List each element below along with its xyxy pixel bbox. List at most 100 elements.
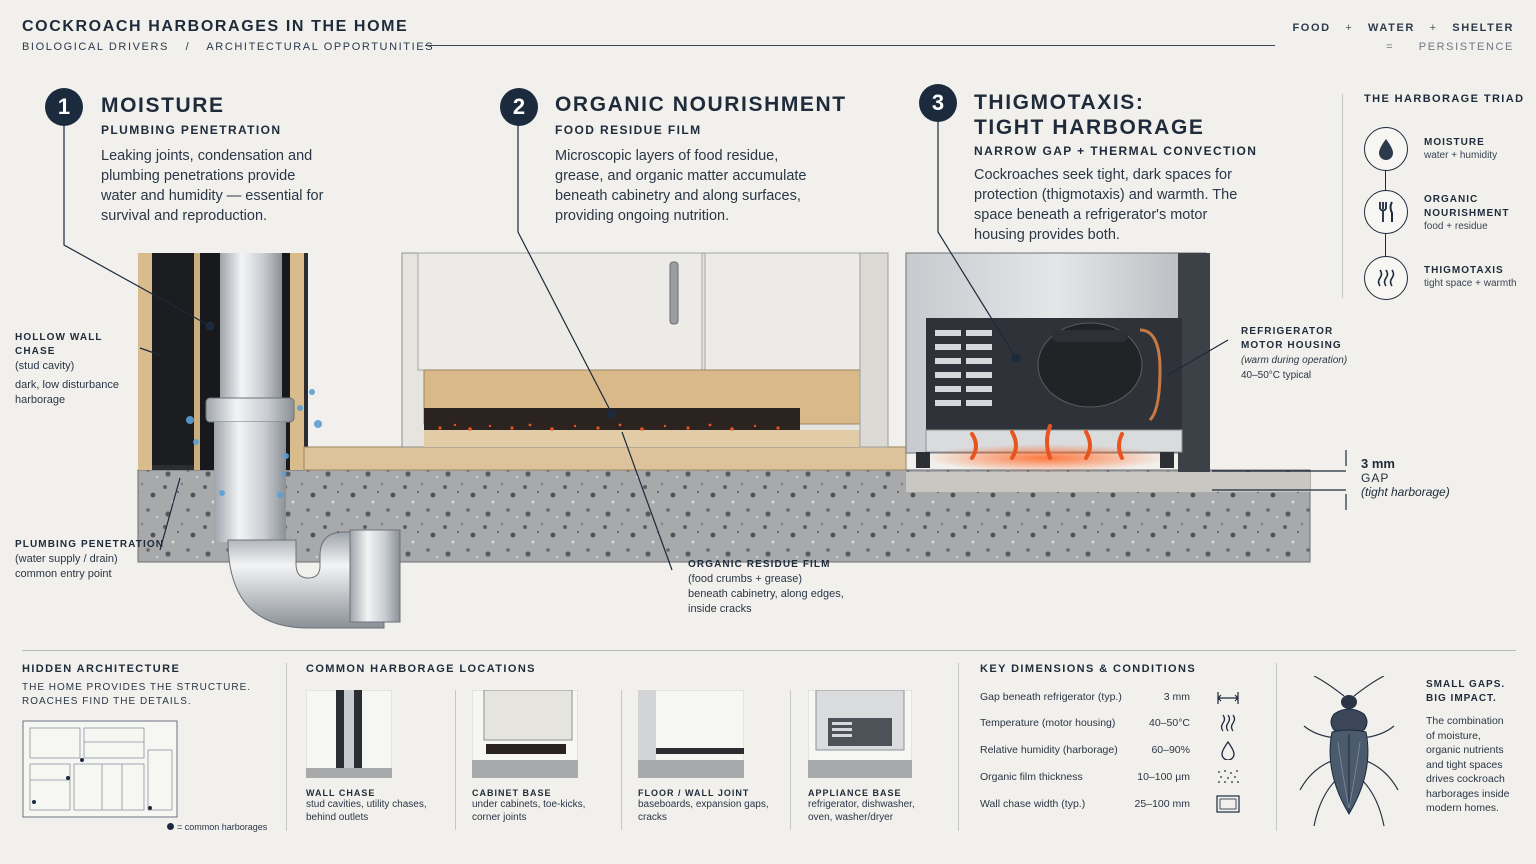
heat-glow bbox=[926, 444, 1166, 472]
location-appliance-base: APPLIANCE BASE refrigerator, dishwasher,… bbox=[808, 788, 915, 824]
formula-food: FOOD bbox=[1292, 22, 1331, 34]
triad-sub: food + residue bbox=[1424, 221, 1488, 232]
side-line: modern homes. bbox=[1426, 802, 1499, 814]
side-note: SMALL GAPS. BIG IMPACT. The combination … bbox=[1426, 678, 1509, 816]
location-desc: stud cavities, utility chases, bbox=[306, 799, 427, 810]
side-line: drives cockroach bbox=[1426, 773, 1505, 785]
section-3-title-line1: THIGMOTAXIS: bbox=[974, 91, 1145, 114]
header-rule bbox=[425, 45, 1275, 46]
location-label: CABINET BASE bbox=[472, 788, 552, 798]
page-title: COCKROACH HARBORAGES IN THE HOME bbox=[22, 18, 409, 35]
rectangle-icon bbox=[1216, 795, 1240, 813]
formula-result: = PERSISTENCE bbox=[1386, 41, 1514, 53]
compressor bbox=[1037, 322, 1143, 408]
section-1-body: Leaking joints, condensation and plumbin… bbox=[101, 148, 324, 224]
section-2-body: Microscopic layers of food residue, grea… bbox=[555, 148, 807, 224]
dimension-label: Wall chase width (typ.) bbox=[980, 798, 1086, 810]
triad-heading: MOISTURE bbox=[1424, 137, 1485, 148]
callout-line: inside cracks bbox=[688, 603, 752, 615]
dimension-value: 10–100 µm bbox=[1137, 771, 1190, 783]
section-3-title-line2: TIGHT HARBORAGE bbox=[974, 116, 1205, 139]
water-drop-icon bbox=[1379, 139, 1393, 160]
triad-heading: ORGANIC bbox=[1424, 194, 1479, 205]
location-desc: refrigerator, dishwasher, bbox=[808, 799, 915, 810]
cockroach-icon bbox=[1299, 676, 1399, 827]
divider bbox=[1276, 663, 1277, 831]
gap-label: GAP bbox=[1361, 471, 1390, 485]
residue-flecks bbox=[438, 423, 780, 431]
callout-residue: ORGANIC RESIDUE FILM (food crumbs + grea… bbox=[688, 558, 868, 617]
callout-line: dark, low disturbance bbox=[15, 379, 119, 391]
triad-item-thigmotaxis: THIGMOTAXIS tight space + warmth bbox=[1424, 264, 1517, 289]
divider bbox=[286, 663, 287, 831]
triad-sub: water + humidity bbox=[1424, 150, 1498, 161]
callout-gap: 3 mm GAP (tight harborage) bbox=[1361, 456, 1450, 499]
section-1-title: MOISTURE bbox=[101, 94, 225, 117]
water-drop-icon bbox=[1221, 740, 1235, 760]
heat-arrows bbox=[970, 424, 1124, 460]
subtitle-right: ARCHITECTURAL OPPORTUNITIES bbox=[206, 41, 435, 53]
location-cabinet-base: CABINET BASE under cabinets, toe-kicks, … bbox=[472, 788, 585, 824]
dimension-label: Gap beneath refrigerator (typ.) bbox=[980, 691, 1122, 703]
formula-plus: + bbox=[1429, 22, 1438, 34]
legend-dot bbox=[167, 823, 174, 830]
location-label: APPLIANCE BASE bbox=[808, 788, 902, 798]
dimension-value: 60–90% bbox=[1151, 744, 1190, 756]
cross-section-illustration bbox=[63, 120, 1347, 629]
subtitle-separator: / bbox=[185, 41, 191, 53]
dimension-label: Relative humidity (harborage) bbox=[980, 744, 1118, 756]
subtitle-left: BIOLOGICAL DRIVERS bbox=[22, 41, 169, 53]
thumb-floor-wall-joint bbox=[638, 690, 744, 778]
section-3-number: 3 bbox=[919, 84, 957, 122]
triad-title: THE HARBORAGE TRIAD bbox=[1364, 93, 1525, 105]
page-subtitle: BIOLOGICAL DRIVERS / ARCHITECTURAL OPPOR… bbox=[22, 41, 434, 53]
location-desc: oven, washer/dryer bbox=[808, 812, 894, 823]
formula-water: WATER bbox=[1368, 22, 1415, 34]
location-desc: behind outlets bbox=[306, 812, 369, 823]
section-3-title: THIGMOTAXIS: TIGHT HARBORAGE bbox=[974, 90, 1205, 140]
thumb-wall-chase bbox=[306, 690, 392, 778]
callout-line: beneath cabinetry, along edges, bbox=[688, 588, 844, 600]
divider bbox=[455, 690, 456, 830]
floor-plan-thumbnail bbox=[22, 720, 178, 818]
location-desc: under cabinets, toe-kicks, bbox=[472, 799, 586, 810]
triad-moisture-icon-circle bbox=[1364, 127, 1408, 171]
legend-text: = common harborages bbox=[177, 822, 268, 832]
gap-note: (tight harborage) bbox=[1361, 485, 1450, 499]
water-drops bbox=[186, 389, 322, 498]
triad-heading: THIGMOTAXIS bbox=[1424, 265, 1504, 276]
side-line: The combination bbox=[1426, 715, 1504, 727]
locations-head: COMMON HARBORAGE LOCATIONS bbox=[306, 663, 536, 675]
formula-equals: = bbox=[1386, 41, 1395, 53]
triad-divider bbox=[1342, 94, 1343, 298]
formula: FOOD + WATER + SHELTER bbox=[1292, 22, 1514, 34]
side-line: organic nutrients bbox=[1426, 744, 1504, 756]
triad-heading: NOURISHMENT bbox=[1424, 208, 1510, 219]
callout-line: (warm during operation) bbox=[1241, 355, 1348, 366]
callout-head: REFRIGERATOR bbox=[1241, 326, 1334, 337]
dimension-label: Organic film thickness bbox=[980, 771, 1083, 783]
hidden-architecture-head: HIDDEN ARCHITECTURE bbox=[22, 663, 181, 675]
location-wall-chase: WALL CHASE stud cavities, utility chases… bbox=[306, 788, 427, 824]
hidden-architecture-line1: THE HOME PROVIDES THE STRUCTURE. bbox=[22, 682, 252, 693]
gap-width-icon bbox=[1217, 692, 1239, 704]
side-line: harborages inside bbox=[1426, 787, 1510, 800]
section-2-subtitle: FOOD RESIDUE FILM bbox=[555, 123, 702, 137]
callout-head: ORGANIC RESIDUE FILM bbox=[688, 559, 831, 570]
callout-motor-housing: REFRIGERATOR MOTOR HOUSING (warm during … bbox=[1241, 325, 1371, 383]
side-line: of moisture, bbox=[1426, 729, 1481, 742]
section-2-number: 2 bbox=[500, 88, 538, 126]
heat-waves-icon bbox=[1220, 714, 1236, 732]
section-1-subtitle: PLUMBING PENETRATION bbox=[101, 123, 282, 137]
formula-shelter: SHELTER bbox=[1452, 22, 1514, 34]
triad-thigmotaxis-icon-circle bbox=[1364, 256, 1408, 300]
side-heading: BIG IMPACT. bbox=[1426, 693, 1497, 704]
dimension-value: 3 mm bbox=[1163, 691, 1190, 703]
formula-persistence: PERSISTENCE bbox=[1418, 41, 1514, 53]
location-label: WALL CHASE bbox=[306, 788, 376, 798]
callout-line: 40–50°C typical bbox=[1241, 370, 1312, 381]
callout-head: MOTOR HOUSING bbox=[1241, 340, 1342, 351]
dimension-label: Temperature (motor housing) bbox=[980, 717, 1116, 729]
section-2-title: ORGANIC NOURISHMENT bbox=[555, 93, 847, 116]
callout-plumbing: PLUMBING PENETRATION (water supply / dra… bbox=[15, 538, 165, 582]
